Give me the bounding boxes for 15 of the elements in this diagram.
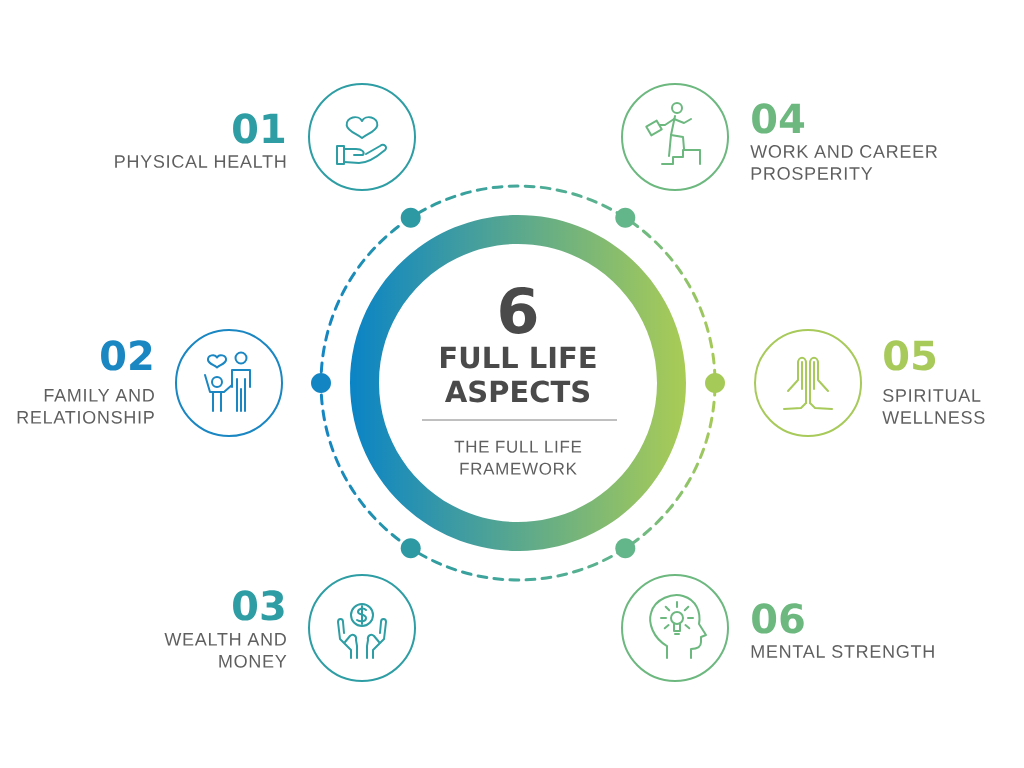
big-number: 6 <box>500 287 537 334</box>
aspect-label: WEALTH AND MONEY <box>164 633 287 668</box>
step-number: 06 <box>752 603 804 634</box>
step-number: 05 <box>884 340 936 371</box>
step-number: 01 <box>233 113 285 144</box>
aspect-label: PHYSICAL HEALTH <box>115 155 286 168</box>
step-number: 03 <box>233 590 284 621</box>
aspect-label: SPIRITUAL WELLNESS <box>882 389 985 424</box>
step-number: 02 <box>101 340 152 371</box>
aspect-label: MENTAL STRENGTH <box>751 645 934 658</box>
heading: FULL LIFE ASPECTS <box>441 346 596 403</box>
aspect-label: WORK AND CAREER PROSPERITY <box>750 145 937 180</box>
step-number: 04 <box>752 103 805 134</box>
aspect-label: FAMILY AND RELATIONSHIP <box>17 389 154 424</box>
subheading: THE FULL LIFE FRAMEWORK <box>454 440 582 475</box>
